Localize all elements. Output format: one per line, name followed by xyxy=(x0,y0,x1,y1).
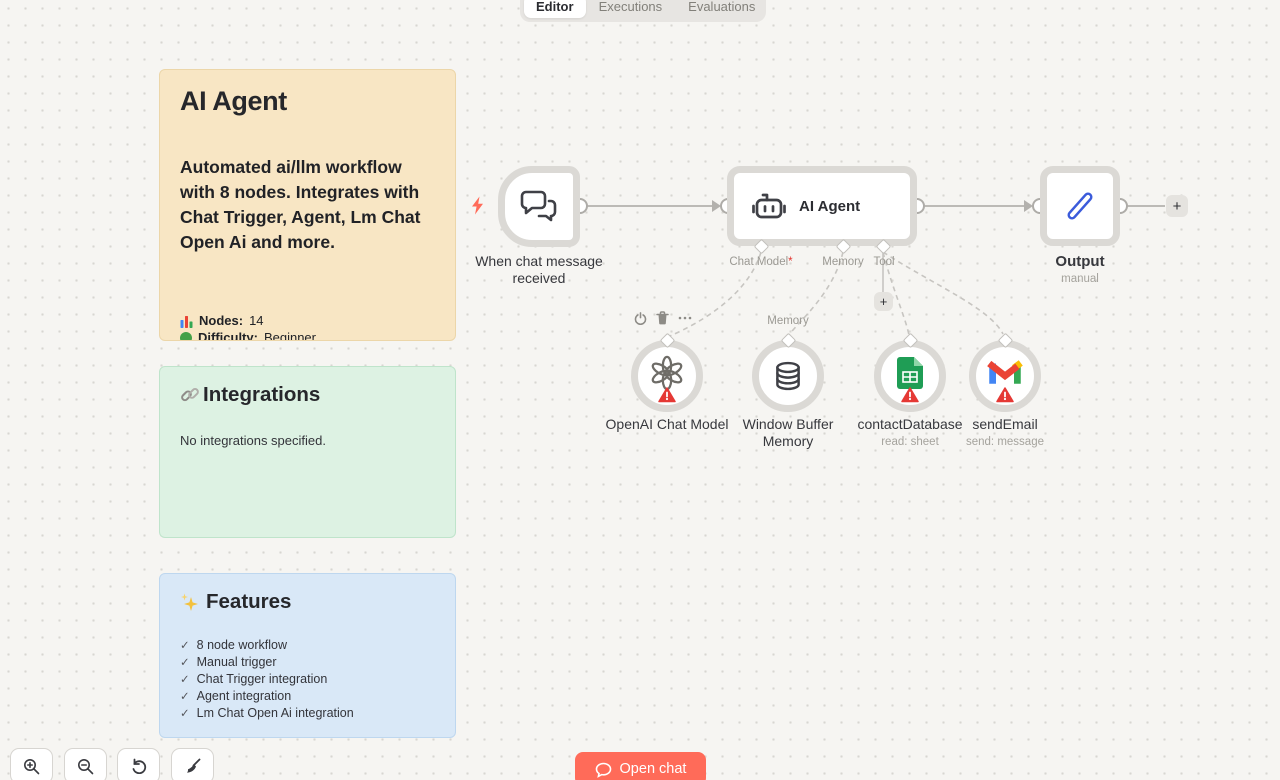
note-title: Integrations xyxy=(203,383,321,406)
node-subtitle-output: manual xyxy=(1061,273,1099,285)
check-icon: ✓ xyxy=(180,691,190,703)
tab-editor[interactable]: Editor xyxy=(524,0,586,18)
note-stats: Nodes: 14 Difficulty: Beginner xyxy=(180,313,316,341)
open-chat-label: Open chat xyxy=(619,761,687,777)
open-chat-button[interactable]: Open chat xyxy=(575,752,706,780)
more-options-icon[interactable] xyxy=(678,316,692,320)
link-icon xyxy=(181,388,199,402)
node-hover-toolbar xyxy=(634,311,692,325)
node-subtitle-send-email: send: message xyxy=(966,436,1044,448)
gmail-icon xyxy=(987,359,1023,384)
note-description: Automated ai/llm workflow with 8 nodes. … xyxy=(180,157,421,252)
google-sheets-icon xyxy=(897,356,923,389)
warning-icon xyxy=(996,387,1014,403)
zoom-out-button[interactable] xyxy=(64,748,107,780)
port-label-memory-floating: Memory xyxy=(767,315,809,327)
port-label-tool: Tool xyxy=(873,256,895,268)
broom-icon xyxy=(187,758,201,773)
node-output[interactable] xyxy=(1040,166,1120,246)
undo-button[interactable] xyxy=(117,748,160,780)
feature-text: Agent integration xyxy=(196,689,292,703)
stat-value: 14 xyxy=(249,313,264,328)
warning-icon xyxy=(901,387,919,403)
add-tool-button[interactable]: + xyxy=(874,292,893,311)
note-title-row: Features xyxy=(180,590,435,614)
node-label-openai: OpenAI Chat Model xyxy=(605,416,729,432)
undo-icon xyxy=(132,758,147,774)
delete-icon[interactable] xyxy=(656,311,669,325)
check-icon: ✓ xyxy=(180,674,190,686)
zoom-out-icon xyxy=(78,758,94,774)
deactivate-icon[interactable] xyxy=(634,311,647,325)
list-item: ✓ Lm Chat Open Ai integration xyxy=(180,705,435,722)
note-body: No integrations specified. xyxy=(180,433,326,448)
port-label-text: Chat Model xyxy=(729,256,789,268)
node-label-contact-database: contactDatabase xyxy=(857,416,963,432)
node-send-email[interactable] xyxy=(969,340,1041,412)
warning-icon xyxy=(658,387,676,403)
arrowhead xyxy=(1024,200,1033,212)
node-window-buffer-memory[interactable] xyxy=(752,340,824,412)
list-item: ✓ 8 node workflow xyxy=(180,637,435,654)
note-title-row: Integrations xyxy=(180,383,435,407)
node-ai-agent[interactable]: AI Agent xyxy=(727,166,917,246)
zoom-in-button[interactable] xyxy=(10,748,53,780)
openai-logo-icon xyxy=(651,355,683,391)
sticky-note-integrations[interactable]: Integrations No integrations specified. xyxy=(159,366,456,538)
chat-bubbles-icon xyxy=(520,190,557,221)
node-contact-database[interactable] xyxy=(874,340,946,412)
chat-bubble-icon xyxy=(595,762,611,778)
stat-label: Difficulty: xyxy=(198,329,258,341)
bar-chart-icon xyxy=(180,315,193,328)
feature-text: Chat Trigger integration xyxy=(196,672,328,686)
node-label-window-buffer-memory: Window Buffer Memory xyxy=(742,416,834,449)
stat-difficulty: Difficulty: Beginner xyxy=(180,329,316,341)
feature-list: ✓ 8 node workflow ✓ Manual trigger ✓ Chat T… xyxy=(180,637,435,722)
list-item: ✓ Agent integration xyxy=(180,688,435,705)
node-title-ai-agent: AI Agent xyxy=(799,197,861,215)
robot-icon xyxy=(752,193,786,219)
port-label-chat-model: Chat Model* xyxy=(715,256,807,268)
stat-value: Beginner xyxy=(263,329,316,341)
add-node-button-right[interactable]: + xyxy=(1166,195,1188,217)
note-title: AI Agent xyxy=(180,86,287,116)
node-label-send-email: sendEmail xyxy=(972,416,1038,432)
sticky-note-features[interactable]: Features ✓ 8 node workflow ✓ Manual trigge… xyxy=(159,573,456,738)
database-icon xyxy=(776,361,800,391)
arrowhead xyxy=(712,200,721,212)
tidy-up-button[interactable] xyxy=(171,748,214,780)
feature-text: 8 node workflow xyxy=(196,638,287,652)
pencil-icon xyxy=(1067,192,1093,220)
check-icon: ✓ xyxy=(180,708,190,720)
node-openai-chat-model[interactable] xyxy=(631,340,703,412)
list-item: ✓ Manual trigger xyxy=(180,654,435,671)
sticky-note-overview[interactable]: AI Agent Automated ai/llm workflow with … xyxy=(159,69,456,341)
green-circle-icon xyxy=(180,331,192,340)
stat-label: Nodes: xyxy=(199,313,244,328)
node-label-output: Output xyxy=(1055,253,1105,270)
stat-nodes: Nodes: 14 xyxy=(180,313,316,330)
editor-tabbar: Editor Executions Evaluations xyxy=(520,0,766,22)
feature-text: Manual trigger xyxy=(196,655,277,669)
sparkles-icon xyxy=(181,593,198,611)
node-when-chat-message-received[interactable] xyxy=(498,166,580,247)
check-icon: ✓ xyxy=(180,640,190,652)
required-marker: * xyxy=(788,256,793,268)
node-label-trigger: When chat message received xyxy=(475,253,603,286)
list-item: ✓ Chat Trigger integration xyxy=(180,671,435,688)
tab-evaluations[interactable]: Evaluations xyxy=(688,0,756,14)
trigger-bolt-icon xyxy=(472,196,483,215)
node-subtitle-contact-database: read: sheet xyxy=(881,436,939,448)
check-icon: ✓ xyxy=(180,657,190,669)
tab-executions[interactable]: Executions xyxy=(598,0,663,14)
feature-text: Lm Chat Open Ai integration xyxy=(196,706,354,720)
zoom-in-icon xyxy=(24,758,40,774)
note-title: Features xyxy=(206,590,292,613)
